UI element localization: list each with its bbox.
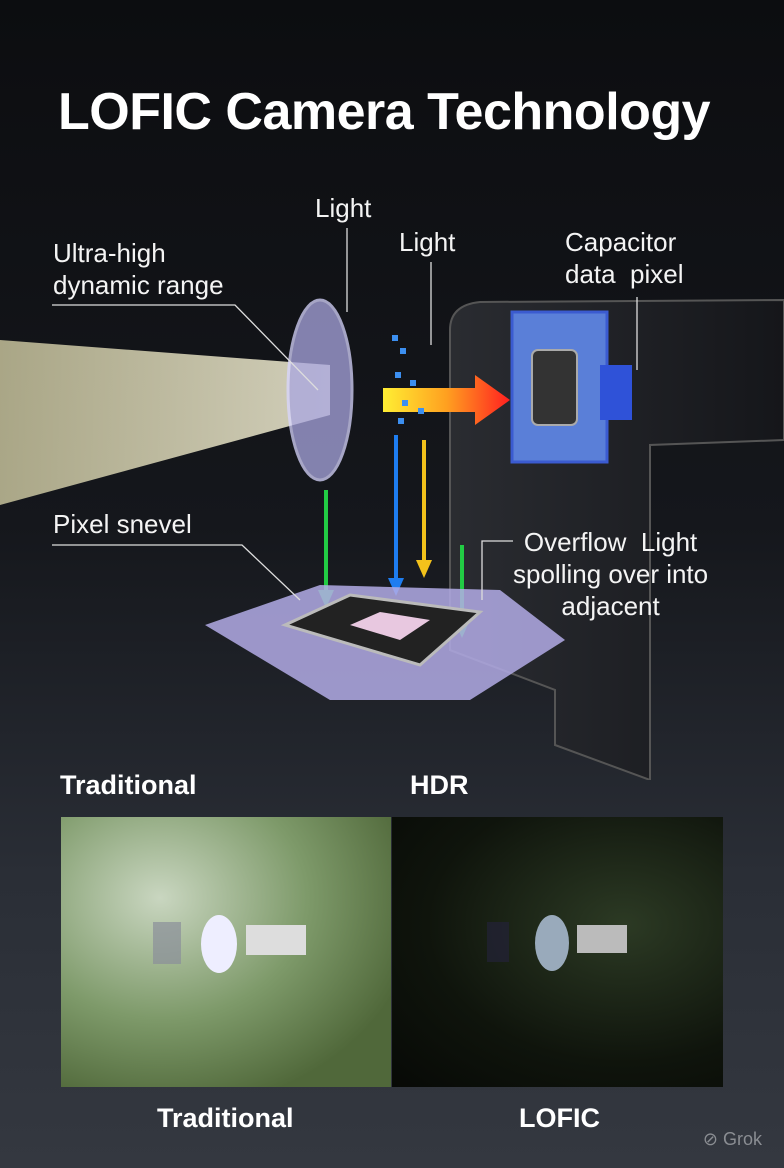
caption-traditional: Traditional [157,1103,294,1133]
label-line: Overflow Light [523,527,698,557]
light-beam [0,340,330,505]
photo-traditional [61,817,391,1087]
label-line: spolling over into [513,559,709,589]
watermark: ⊘ Grok [703,1129,762,1150]
grok-logo-icon: ⊘ [702,1129,718,1149]
label-line: dynamic range [53,270,224,300]
label-light-lens: Light [315,193,372,223]
heading-traditional-top: Traditional [60,770,197,800]
photo-lofic [392,817,723,1087]
label-light-sensor: Light [399,227,456,257]
lofic-diagram-illustration [0,228,784,780]
label-line: adjacent [561,591,660,621]
lens-icon [286,298,354,482]
heading-hdr: HDR [410,770,469,800]
label-dynamic-range: Ultra-high dynamic range [53,237,224,301]
watermark-text: Grok [722,1129,762,1149]
light-arrow [383,375,510,425]
label-capacitor: Capacitor data pixel [565,226,684,290]
label-line: Ultra-high [53,238,166,268]
label-overflow: Overflow Light spolling over into adjace… [513,526,708,622]
page-title: LOFIC Camera Technology [58,83,711,141]
caption-lofic: LOFIC [519,1103,600,1133]
label-line: Capacitor [565,227,677,257]
label-pixel: Pixel snevel [53,509,192,539]
label-line: data pixel [565,259,684,289]
